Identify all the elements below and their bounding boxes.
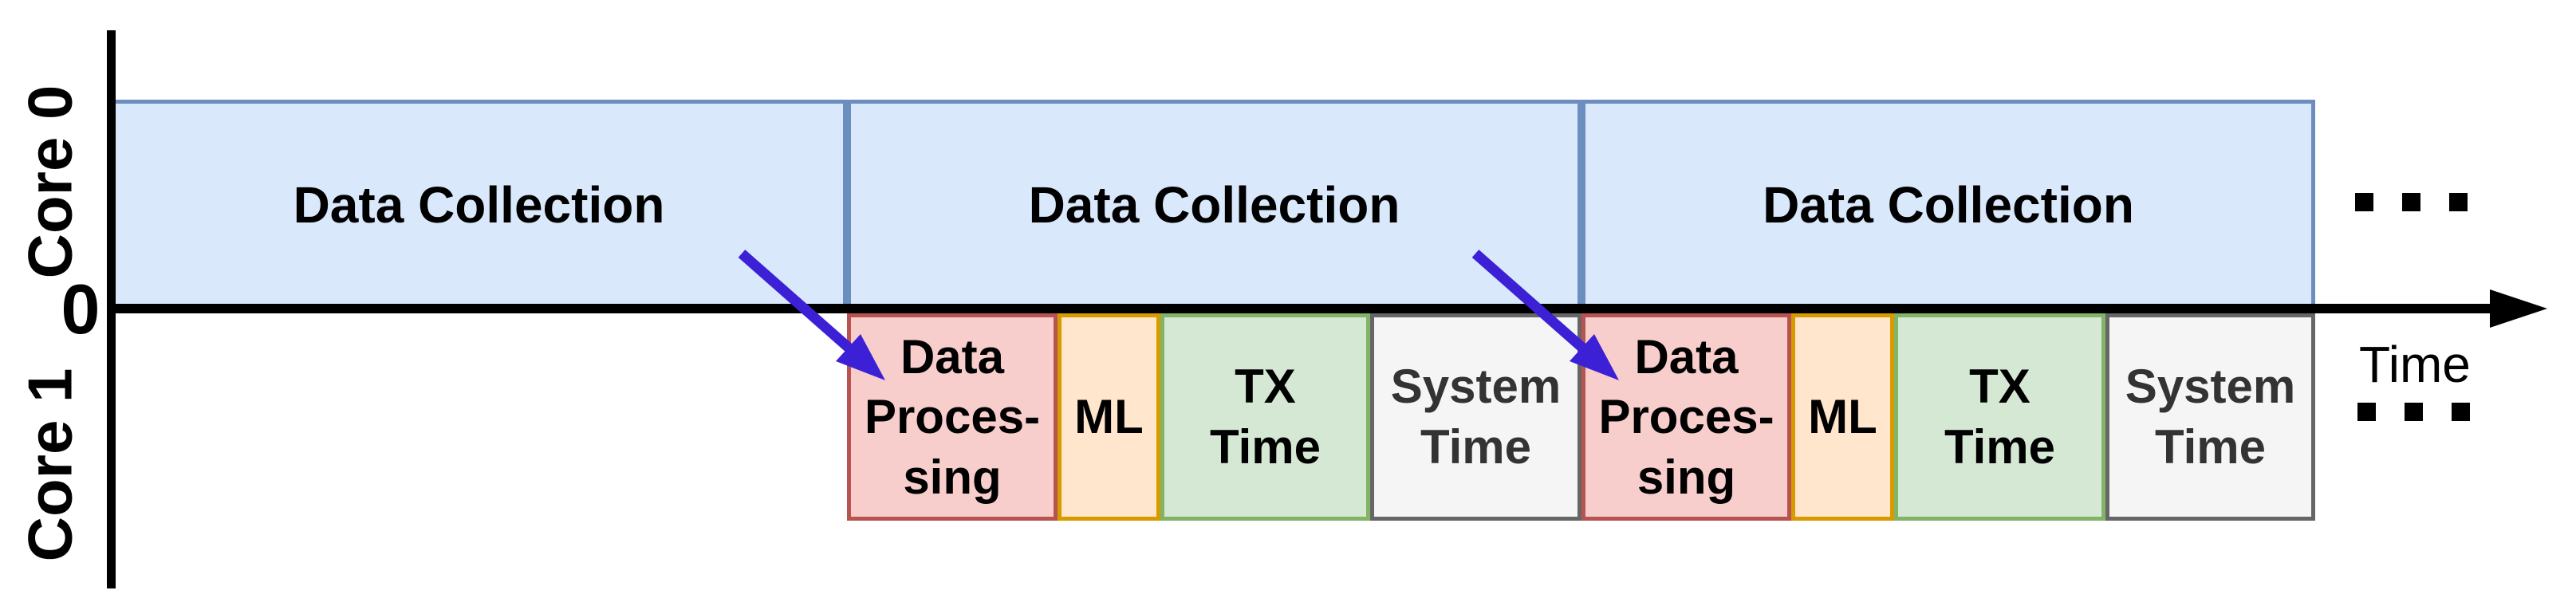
data-processing-block-2: Data Proces- sing xyxy=(1581,313,1791,521)
data-collection-block-3: Data Collection xyxy=(1581,100,2315,309)
dot-icon xyxy=(2405,403,2423,421)
dot-icon xyxy=(2402,193,2420,211)
origin-tick-label: 0 xyxy=(61,270,100,348)
tx-time-block-1: TX Time xyxy=(1160,313,1370,521)
dot-icon xyxy=(2357,403,2376,421)
dot-icon xyxy=(2355,193,2373,211)
block-label: Data Proces- sing xyxy=(864,329,1041,504)
dot-icon xyxy=(2449,193,2468,211)
handoff-arrow-icon-2 xyxy=(1471,250,1619,380)
block-label: System Time xyxy=(2125,360,2296,474)
block-label: TX Time xyxy=(1210,360,1321,474)
y-axis-label-core-0: Core 0 xyxy=(14,85,85,279)
block-label: Data Proces- sing xyxy=(1598,329,1774,504)
block-label: ML xyxy=(1808,390,1877,444)
block-label: System Time xyxy=(1390,360,1562,474)
block-label: Data Collection xyxy=(293,175,665,234)
dot-icon xyxy=(2452,403,2470,421)
tx-time-block-2: TX Time xyxy=(1894,313,2105,521)
data-collection-block-2: Data Collection xyxy=(847,100,1581,309)
block-label: Data Collection xyxy=(1028,175,1400,234)
block-label: ML xyxy=(1074,390,1144,444)
x-axis-label: Time xyxy=(2359,336,2471,393)
data-processing-block-1: Data Proces- sing xyxy=(847,313,1058,521)
y-axis-label-core-1: Core 1 xyxy=(14,368,85,562)
time-axis-arrowhead-icon xyxy=(2490,289,2547,328)
time-axis-line xyxy=(107,304,2495,313)
continuation-dots-top xyxy=(2355,193,2468,211)
block-label: Data Collection xyxy=(1763,175,2134,234)
ml-block-2: ML xyxy=(1791,313,1894,521)
system-time-block-1: System Time xyxy=(1370,313,1581,521)
handoff-arrow-icon-1 xyxy=(738,250,885,380)
block-label: TX Time xyxy=(1944,360,2055,474)
continuation-dots-bottom xyxy=(2357,403,2470,421)
ml-block-1: ML xyxy=(1058,313,1160,521)
system-time-block-2: System Time xyxy=(2105,313,2315,521)
data-collection-block-1: Data Collection xyxy=(111,100,847,309)
